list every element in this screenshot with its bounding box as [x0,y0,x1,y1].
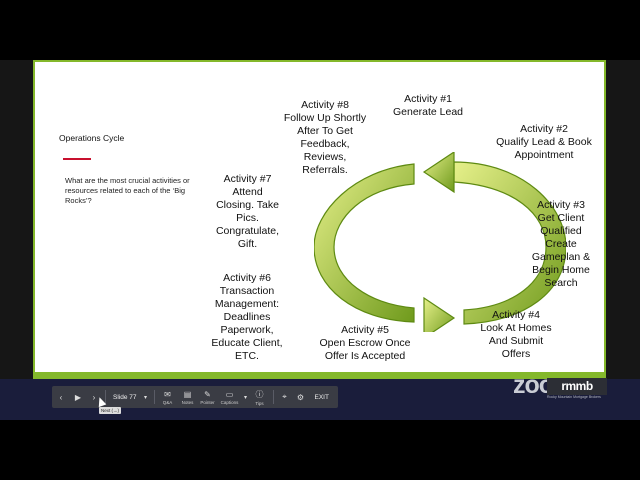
notes-button[interactable]: ▤ Notes [178,390,198,405]
pointer-button[interactable]: ✎ Pointer [198,390,218,405]
cycle-arrow-left [314,163,415,323]
activity-6-text: Activity #6 Transaction Management: Dead… [211,272,283,362]
next-slide-button[interactable]: › [86,393,102,402]
tips-button[interactable]: ⓘ Tips [250,389,270,406]
notes-icon: ▤ [183,389,192,399]
activity-3-text: Activity #3 Get Client Qualified Create … [531,199,591,289]
settings-button[interactable]: ⚙ [293,393,309,402]
toolbar-divider [153,390,155,404]
fullscreen-button[interactable]: ⌖ [277,392,293,402]
pointer-icon: ✎ [204,389,211,399]
chevron-right-icon: › [92,392,96,402]
activity-7-text: Activity #7 Attend Closing. Take Pics. C… [215,173,280,250]
chat-icon: ✉ [164,389,171,399]
exit-button[interactable]: EXIT [314,393,329,401]
chevron-down-icon: ▾ [143,394,147,401]
gear-icon: ⚙ [296,392,305,402]
tips-label: Tips [255,400,264,406]
chevron-down-icon: ▾ [243,394,247,401]
slide-description: What are the most crucial activities or … [65,176,190,205]
activity-5-text: Activity #5 Open Escrow Once Offer Is Ac… [319,324,411,362]
activity-8-text: Activity #8 Follow Up Shortly After To G… [283,99,367,176]
previous-slide-button[interactable]: ‹ [52,393,70,402]
play-button[interactable]: ▶ [70,393,86,402]
rmmb-subtitle: Rocky Mountain Mortgage Brokers [547,395,601,399]
activity-4-text: Activity #4 Look At Homes And Submit Off… [480,309,552,360]
toolbar-divider [272,390,274,404]
next-tooltip: Next (→) [99,407,121,414]
title-underline [63,158,91,160]
slide-number[interactable]: Slide 77 [113,393,137,401]
notes-label: Notes [181,399,194,405]
qa-button[interactable]: ✉ Q&A [158,390,178,405]
cycle-arrowhead-top [422,152,455,194]
qa-label: Q&A [162,399,173,405]
cycle-arrows-diagram [314,152,566,332]
info-icon: ⓘ [255,389,264,399]
cycle-arrowhead-bottom [423,296,456,332]
presentation-toolbar: ‹ ▶ › Slide 77 ▾ ✉ Q&A ▤ Notes ✎ Pointer… [52,386,338,408]
slide-title: Operations Cycle [59,133,125,143]
captions-label: Captions [220,399,239,405]
play-icon: ▶ [74,392,82,402]
slide-dropdown-button[interactable]: ▾ [141,394,151,401]
slide: Operations Cycle What are the most cruci… [33,60,606,379]
captions-dropdown-button[interactable]: ▾ [242,394,250,401]
activity-1-text: Activity #1 Generate Lead [392,93,464,118]
chevron-left-icon: ‹ [59,392,63,402]
cycle-arrow-right [453,161,566,325]
crosshair-icon: ⌖ [282,392,287,401]
toolbar-divider [105,390,106,404]
pointer-label: Pointer [200,399,215,405]
captions-button[interactable]: ▭ Captions [218,390,242,405]
slide-footer-bar [35,372,604,377]
captions-icon: ▭ [225,389,234,399]
rmmb-logo: rmmb [547,378,607,395]
branding-logo: zoom rmmb Rocky Mountain Mortgage Broker… [513,371,615,405]
activity-2-text: Activity #2 Qualify Lead & Book Appointm… [496,123,592,161]
